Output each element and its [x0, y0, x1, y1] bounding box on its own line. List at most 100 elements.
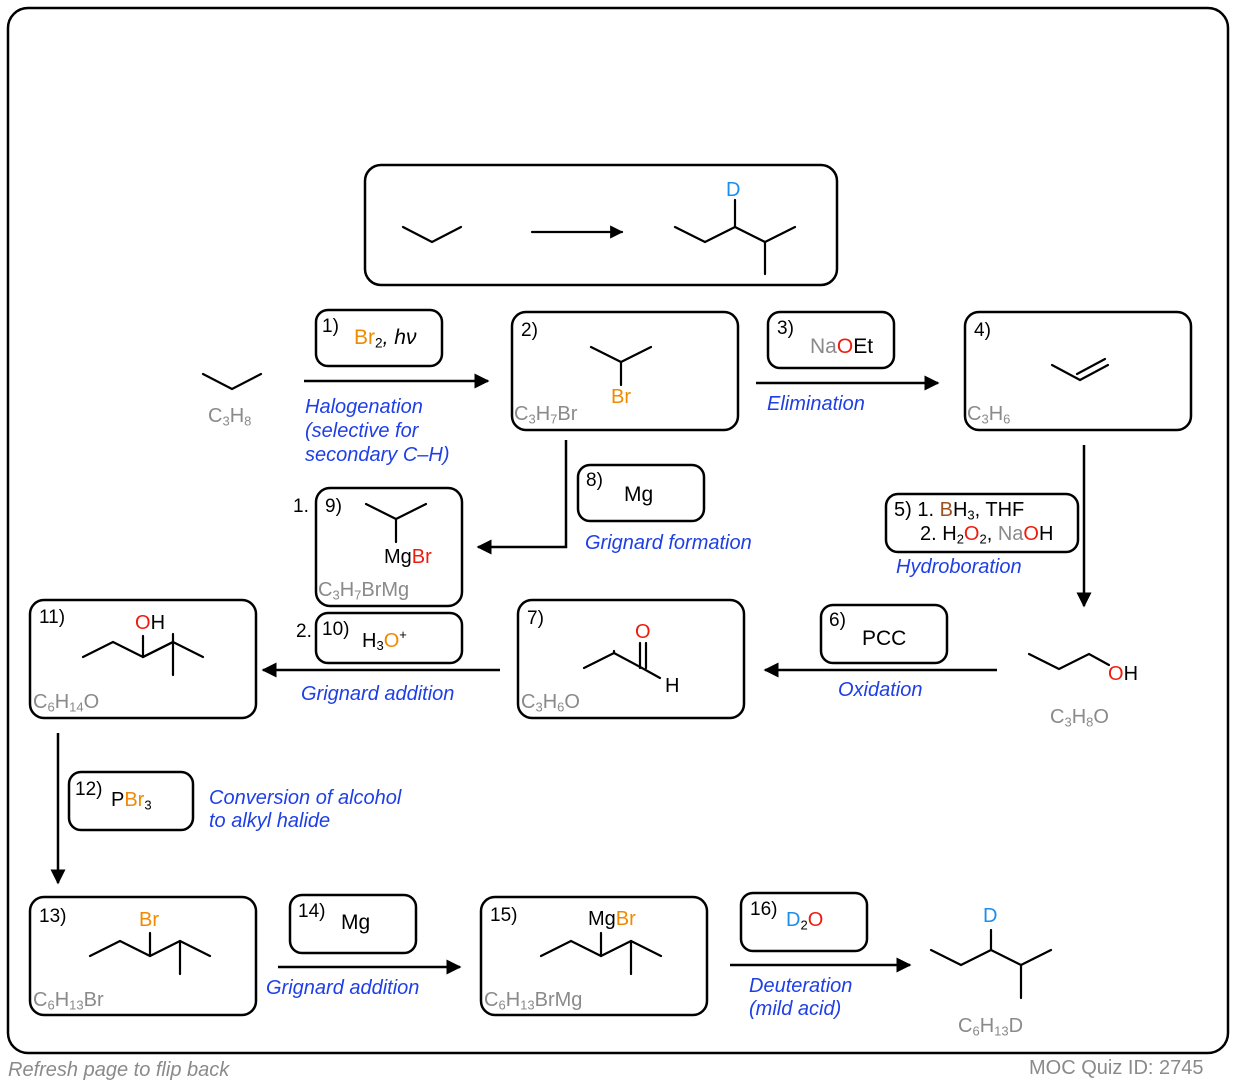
formula-end: BrMg — [361, 579, 410, 601]
formula-sub-2: 6 — [557, 699, 565, 715]
step-15-number: 15) — [490, 905, 518, 926]
formula-sub-1: 6 — [47, 699, 55, 715]
formula-c: C — [1050, 706, 1065, 728]
box-7 — [516, 598, 746, 720]
step-12-type-line-2: to alkyl halide — [209, 810, 331, 832]
step-13-number: 13) — [39, 906, 67, 927]
formula-h: H — [979, 1015, 995, 1037]
formula-sub-2: 6 — [1003, 411, 1011, 427]
formula-c: C — [484, 989, 499, 1011]
step-8-type: Grignard formation — [585, 532, 752, 554]
hydroxide-hydrogen: H — [1038, 523, 1054, 545]
reagent-boxes — [67, 308, 1080, 955]
formula-sub-1: 6 — [498, 997, 506, 1013]
box-13 — [28, 895, 258, 1017]
step-12-type: Conversion of alcohol — [209, 787, 402, 809]
formula-sub-2: 8 — [244, 413, 252, 429]
magnesium: Mg — [384, 546, 412, 568]
box-11 — [28, 598, 258, 720]
arrow-8 — [476, 440, 568, 555]
box-15 — [479, 895, 709, 1017]
formula-h: H — [505, 989, 521, 1011]
step-1-number: 1) — [322, 316, 339, 337]
box-2 — [510, 310, 740, 432]
step-13-formula: C6H13Br — [33, 990, 104, 1011]
outer-frame — [6, 6, 1230, 1055]
step-16-reagent: D2O — [786, 910, 823, 931]
oxygen: O — [135, 612, 151, 634]
sodium: Na — [810, 335, 837, 358]
step-14-reagent: Mg — [341, 911, 371, 934]
step-10-reagent: H3O+ — [362, 628, 407, 652]
formula-sub-2: 13 — [994, 1023, 1009, 1039]
thf: , THF — [974, 499, 1025, 521]
hydrogen-subscript: 3 — [376, 638, 384, 654]
step-13-bromine: Br — [139, 909, 159, 931]
step-14-number: 14) — [298, 901, 326, 922]
target-propane — [401, 225, 463, 244]
oxygen: O — [807, 909, 824, 931]
step-8-reagent: Mg — [624, 483, 654, 506]
step-1-type-line-3: secondary C–H) — [305, 444, 450, 466]
formula-h: H — [54, 989, 70, 1011]
oxygen: O — [1108, 663, 1124, 685]
step-2-formula: C3H7Br — [514, 404, 577, 425]
final-product — [929, 948, 1053, 967]
step-3-number: 3) — [777, 318, 794, 339]
box-4 — [963, 310, 1193, 432]
formula-h: H — [1071, 706, 1087, 728]
step-7-formula: C3H6O — [521, 692, 580, 713]
formula-c: C — [318, 579, 333, 601]
formula-sub-1: 3 — [535, 699, 543, 715]
formula-h: H — [339, 579, 355, 601]
formula-end: D — [1008, 1015, 1024, 1037]
hydrogen: H — [150, 612, 166, 634]
target-box — [363, 163, 839, 287]
formula-c: C — [33, 691, 48, 713]
step-14-type: Grignard addition — [266, 977, 420, 999]
formula-sub-1: 6 — [47, 997, 55, 1013]
footer-quiz-id: MOC Quiz ID: 2745 — [1029, 1057, 1204, 1079]
step-3-reagent: NaOEt — [810, 336, 873, 357]
formula-c: C — [521, 691, 536, 713]
step-5-type: Hydroboration — [896, 556, 1022, 578]
step-4-formula: C3H6 — [967, 404, 1010, 425]
bromine-subscript: 2 — [375, 335, 383, 351]
step-1-reagent: Br2, hν — [354, 327, 416, 350]
formula-sub-1: 3 — [981, 411, 989, 427]
formula-c: C — [514, 403, 529, 425]
box-1 — [314, 308, 444, 368]
box-8 — [576, 463, 706, 523]
formula-h: H — [535, 403, 551, 425]
oxygen: O — [836, 335, 854, 358]
formula-h: H — [542, 691, 558, 713]
step-7-hydrogen: H — [665, 675, 680, 697]
step-1-type-line-2: (selective for — [305, 420, 419, 442]
target-structures — [401, 198, 797, 276]
hydrogen: H — [952, 499, 968, 521]
isopropyl-bromide — [589, 345, 653, 364]
hydrogen: H — [1123, 663, 1139, 685]
ethyl: Et — [853, 335, 874, 358]
formula-h: H — [988, 403, 1004, 425]
propanol — [1027, 652, 1111, 671]
skeletal-structures — [81, 345, 1111, 1000]
formula-end: Br — [557, 403, 578, 425]
sodium: Na — [997, 523, 1024, 545]
bromine: Br — [615, 908, 636, 930]
step-10-number: 10) — [322, 619, 350, 640]
step-15-formula: C6H13BrMg — [484, 990, 582, 1011]
formula-sub-1: 3 — [528, 411, 536, 427]
step-6-type: Oxidation — [838, 679, 923, 701]
formula-c: C — [208, 405, 223, 427]
deuterium: D — [786, 909, 801, 931]
formula-c: C — [958, 1015, 973, 1037]
step-2-bromine: Br — [611, 386, 631, 408]
box-10 — [314, 611, 464, 665]
formula-sub-2: 14 — [69, 699, 84, 715]
target-deuterium: D — [726, 179, 741, 201]
box-16 — [739, 891, 869, 953]
step-11-formula: C6H14O — [33, 692, 99, 713]
product-boxes — [28, 310, 1193, 1017]
